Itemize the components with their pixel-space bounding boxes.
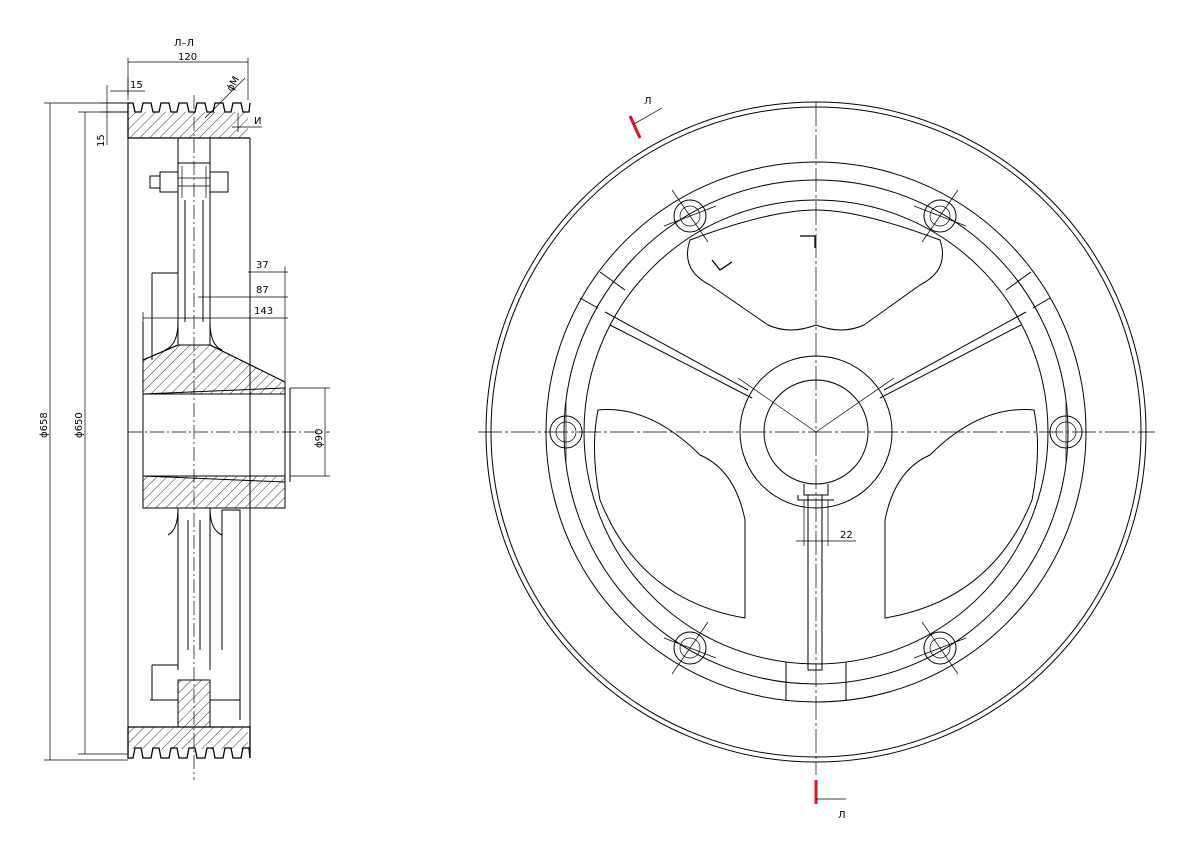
rim-bottom bbox=[127, 726, 251, 759]
section-view bbox=[127, 95, 330, 780]
svg-text:Л: Л bbox=[644, 96, 652, 107]
section-dimensions: Л–Л 120 15 15 ϕM И 37 87 143 ϕ90 bbox=[39, 38, 330, 761]
section-title: Л–Л bbox=[174, 38, 194, 49]
dim-offset-label: И bbox=[254, 116, 261, 127]
bolt-hole-top-left bbox=[663, 189, 717, 243]
bolt-hole-bottom-right bbox=[913, 621, 967, 675]
dim-overall-width: 120 bbox=[178, 52, 197, 63]
bolt-upper bbox=[149, 166, 229, 198]
dim-hub-87: 87 bbox=[256, 285, 269, 296]
dim-outer-dia: ϕ658 bbox=[39, 412, 50, 438]
dim-groove-pitch: 15 bbox=[130, 80, 143, 91]
bolt-hole-left bbox=[549, 402, 583, 462]
dim-pitch-dia: ϕ650 bbox=[74, 412, 85, 438]
bolt-hole-top-right bbox=[913, 189, 967, 243]
svg-text:Л: Л bbox=[838, 810, 846, 821]
bolt-hole-bottom-left bbox=[663, 621, 717, 675]
dim-pitch-label: ϕM bbox=[225, 75, 242, 94]
dim-hub-length: 143 bbox=[254, 306, 273, 317]
dim-groove-depth: 15 bbox=[96, 134, 107, 147]
front-view: 22 Л Л bbox=[478, 96, 1155, 821]
dim-keyway-width: 22 bbox=[840, 530, 853, 541]
rim-top bbox=[127, 102, 251, 139]
cut-mark-top: Л bbox=[628, 96, 663, 139]
dim-hub-37: 37 bbox=[256, 260, 269, 271]
dim-bore-dia: ϕ90 bbox=[314, 429, 325, 448]
cut-mark-bottom: Л bbox=[814, 780, 846, 821]
bolt-hole-right bbox=[1049, 402, 1083, 462]
